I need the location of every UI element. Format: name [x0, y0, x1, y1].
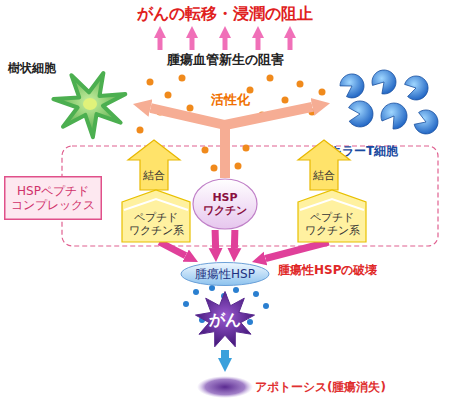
blue-particles-part — [193, 289, 199, 295]
killer-t-cell — [405, 76, 428, 100]
text-holder: アポトーシス(腫瘍消失) — [255, 372, 435, 402]
apoptosis-marker: アポトーシス(腫瘍消失) — [195, 372, 435, 402]
flow-arrow — [266, 242, 329, 259]
dendritic-nucleus — [83, 98, 97, 110]
text-holder: 結合 — [310, 162, 338, 190]
orange-particles-part — [147, 79, 154, 86]
flow-arrow — [159, 242, 185, 256]
yellow-arrow — [128, 140, 180, 190]
up-arrows-part — [256, 38, 261, 50]
killer-t-cell — [381, 103, 407, 129]
node-text: 結合 — [313, 169, 335, 182]
complex-box-fill — [5, 177, 102, 220]
flow-arrow — [225, 107, 312, 178]
flow-arrow — [231, 230, 239, 248]
orange-particles-part — [187, 105, 194, 112]
node-text: 結合 — [143, 169, 165, 182]
up-arrows-part — [288, 38, 293, 50]
text-holder: 樹状細胞 — [8, 60, 68, 76]
node-text: 腫瘍性HSP — [195, 267, 255, 281]
up-arrows-part — [223, 38, 228, 50]
vaccine-oval — [193, 179, 257, 229]
edge-label: 活性化 — [200, 92, 260, 108]
dendritic-cell: 樹状細胞 — [8, 60, 133, 140]
node-text: HSP ワクチン — [192, 191, 258, 217]
cancer-star-shape — [196, 292, 255, 347]
orange-particles-part — [211, 165, 218, 172]
peptide-vaccine-box: ペプチド ワクチン系 — [122, 190, 190, 242]
blue-particles-part — [263, 303, 269, 309]
orange-particles-part — [202, 147, 209, 154]
blue-particles-part — [253, 291, 259, 297]
node-text: アポトーシス(腫瘍消失) — [255, 380, 386, 394]
orange-particles-part — [235, 163, 242, 170]
chevron-box — [122, 190, 190, 242]
node-text: HSPペプチド コンプレックス — [4, 184, 102, 213]
blue-particles-part — [209, 285, 215, 291]
orange-particles-part — [267, 75, 274, 82]
text-holder: ペプチド ワクチン系 — [298, 206, 366, 242]
tumor-hsp-oval: 腫瘍性HSP — [180, 262, 270, 286]
flow-arrow — [212, 230, 220, 248]
orange-particles-part — [137, 127, 144, 134]
note-label: 腫瘍血管新生の阻害 — [0, 52, 450, 68]
node-text: がん — [209, 310, 241, 329]
killer-t-cell-group: キラーT細胞 — [330, 70, 445, 165]
blue-particles-part — [183, 301, 189, 307]
note-label: 腫瘍性HSPの破壊 — [278, 263, 438, 277]
text-holder: がん — [183, 290, 267, 350]
title-text: がんの転移・浸潤の阻止 — [0, 4, 450, 23]
complex-box: HSPペプチド コンプレックス — [4, 176, 102, 220]
killer-t-cell — [349, 101, 373, 127]
bind-arrow-outline — [298, 140, 350, 190]
blue-particles-part — [247, 319, 253, 325]
cancer-star: がん — [183, 290, 267, 350]
apoptosis-blob — [197, 376, 253, 398]
text-holder: HSP ワクチン — [192, 178, 258, 230]
text-holder: ペプチド ワクチン系 — [122, 206, 190, 242]
orange-particles-part — [297, 81, 304, 88]
up-arrows-part — [190, 38, 195, 50]
node-text: ペプチド ワクチン系 — [122, 211, 190, 237]
orange-particles-part — [319, 89, 326, 96]
text-holder: 腫瘍性HSP — [180, 262, 270, 286]
killer-t-cell — [372, 70, 396, 94]
node-text: ペプチド ワクチン系 — [298, 211, 366, 237]
up-arrows — [160, 38, 290, 50]
orange-particles-part — [282, 97, 289, 104]
blue-particles-part — [233, 287, 239, 293]
up-arrows-part — [158, 38, 163, 50]
text-holder: HSPペプチド コンプレックス — [4, 176, 102, 220]
orange-particles-part — [179, 75, 186, 82]
hsp-vaccine-oval: HSP ワクチン — [192, 178, 258, 230]
bind-arrow: 結合 — [298, 140, 350, 190]
bind-arrow-outline — [128, 140, 180, 190]
killer-t-cell — [340, 74, 364, 98]
yellow-arrow — [298, 140, 350, 190]
orange-particles-part — [165, 92, 172, 99]
orange-particles-part — [243, 145, 250, 152]
killer-t-cell — [414, 110, 438, 134]
text-holder: 結合 — [140, 162, 168, 190]
chevron-line — [300, 199, 364, 210]
chevron-box — [298, 190, 366, 242]
peptide-vaccine-box: ペプチド ワクチン系 — [298, 190, 366, 242]
bind-arrow: 結合 — [128, 140, 180, 190]
dashed-frame — [62, 146, 438, 246]
chevron-line — [124, 199, 188, 210]
node-text: 樹状細胞 — [8, 61, 56, 75]
flow-arrow — [221, 350, 229, 358]
hsp-oval — [181, 263, 269, 286]
dendritic-body — [53, 73, 125, 137]
